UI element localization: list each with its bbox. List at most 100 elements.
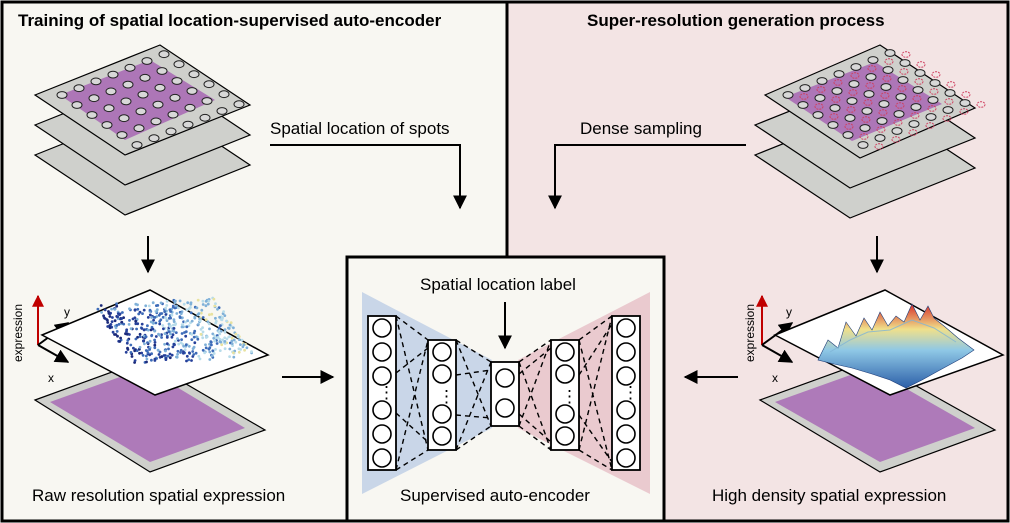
expression-point bbox=[157, 353, 161, 356]
expression-point bbox=[150, 333, 154, 337]
expression-point bbox=[150, 358, 153, 362]
auto-encoder: Spatial location label ⋮ ⋮ ⋮ ⋮ Supervise… bbox=[362, 275, 650, 505]
axis-label-expression: expression bbox=[743, 304, 757, 362]
expression-point bbox=[210, 343, 213, 347]
neuron-node bbox=[372, 424, 392, 444]
ellipsis-decoder: ⋮ bbox=[561, 387, 578, 406]
expression-point bbox=[188, 351, 191, 355]
expression-point bbox=[232, 355, 236, 359]
sampled-spot bbox=[867, 65, 877, 72]
expression-point bbox=[146, 351, 150, 355]
expression-point bbox=[227, 335, 231, 339]
spot bbox=[135, 107, 147, 116]
expression-point bbox=[180, 325, 184, 329]
expression-point bbox=[206, 320, 210, 324]
right-expression-surface bbox=[758, 289, 1005, 473]
expression-point bbox=[126, 348, 130, 351]
neuron-node bbox=[495, 368, 515, 388]
expression-point bbox=[184, 334, 188, 338]
expression-point bbox=[189, 302, 193, 306]
expression-point bbox=[219, 324, 222, 328]
connection bbox=[395, 339, 429, 471]
expression-point bbox=[182, 351, 185, 355]
spot bbox=[842, 131, 854, 139]
sampled-spot bbox=[912, 95, 922, 102]
sampled-spot bbox=[901, 51, 911, 58]
connection bbox=[518, 413, 552, 443]
expression-point bbox=[138, 345, 142, 349]
expression-point bbox=[158, 333, 162, 337]
expression-point bbox=[117, 322, 121, 326]
expression-point bbox=[172, 327, 176, 330]
expression-point bbox=[199, 328, 203, 331]
output-layer bbox=[611, 315, 641, 471]
spot bbox=[169, 93, 181, 102]
right-slide-stack bbox=[753, 44, 986, 219]
expression-point bbox=[214, 348, 217, 351]
sampled-spot bbox=[891, 136, 901, 143]
expression-point bbox=[115, 304, 119, 308]
expression-point bbox=[223, 330, 227, 334]
expression-point bbox=[201, 299, 205, 303]
expression-point bbox=[196, 337, 200, 341]
expression-point bbox=[199, 311, 203, 315]
expression-point bbox=[135, 349, 139, 352]
sampled-spot bbox=[863, 99, 873, 106]
spot bbox=[101, 121, 113, 129]
expression-point bbox=[118, 340, 122, 343]
expression-point bbox=[218, 349, 222, 352]
expression-point bbox=[222, 310, 226, 313]
spot bbox=[816, 77, 828, 85]
expression-point bbox=[239, 343, 242, 346]
connection bbox=[395, 315, 429, 451]
spatial-location-label-top: Spatial location label bbox=[420, 275, 576, 294]
expression-point bbox=[200, 308, 204, 312]
expression-point bbox=[176, 349, 180, 353]
expression-point bbox=[172, 320, 176, 323]
expression-point bbox=[154, 321, 158, 325]
spot bbox=[846, 97, 858, 105]
spot bbox=[884, 49, 896, 57]
expression-point bbox=[140, 351, 144, 355]
sampled-spot bbox=[884, 58, 894, 65]
expression-point bbox=[162, 327, 165, 331]
neuron-node bbox=[372, 448, 392, 468]
expression-point bbox=[216, 307, 219, 311]
expression-point bbox=[114, 333, 118, 336]
expression-point bbox=[165, 299, 169, 303]
neuron-node bbox=[616, 342, 636, 362]
expression-point bbox=[126, 339, 130, 342]
expression-point bbox=[186, 301, 190, 305]
sampled-spot bbox=[893, 119, 903, 126]
expression-point bbox=[145, 360, 148, 364]
expression-point bbox=[184, 320, 187, 324]
expression-point bbox=[240, 338, 244, 342]
expression-point bbox=[170, 335, 174, 339]
expression-point bbox=[214, 319, 218, 323]
expression-point bbox=[115, 302, 118, 306]
expression-point bbox=[198, 319, 202, 323]
neuron-node bbox=[372, 318, 392, 338]
sampled-spot bbox=[833, 79, 843, 86]
expression-point bbox=[146, 316, 150, 319]
expression-point bbox=[138, 351, 141, 355]
expression-point bbox=[155, 310, 159, 313]
expression-point bbox=[207, 322, 211, 326]
sampled-spot bbox=[908, 129, 918, 136]
expression-point bbox=[195, 335, 198, 339]
spot bbox=[899, 59, 911, 67]
expression-point bbox=[225, 337, 229, 341]
axis-label-expression: expression bbox=[11, 304, 25, 362]
expression-point bbox=[204, 299, 208, 303]
expression-point bbox=[242, 343, 246, 347]
expression-point bbox=[234, 340, 238, 344]
expression-point bbox=[191, 350, 195, 353]
spot bbox=[814, 94, 826, 102]
expression-point bbox=[197, 323, 200, 326]
neuron-node bbox=[432, 426, 452, 446]
spot bbox=[833, 70, 845, 78]
connection bbox=[455, 339, 492, 363]
expression-point bbox=[110, 307, 113, 311]
expression-point bbox=[177, 306, 180, 310]
expression-point bbox=[154, 335, 158, 338]
